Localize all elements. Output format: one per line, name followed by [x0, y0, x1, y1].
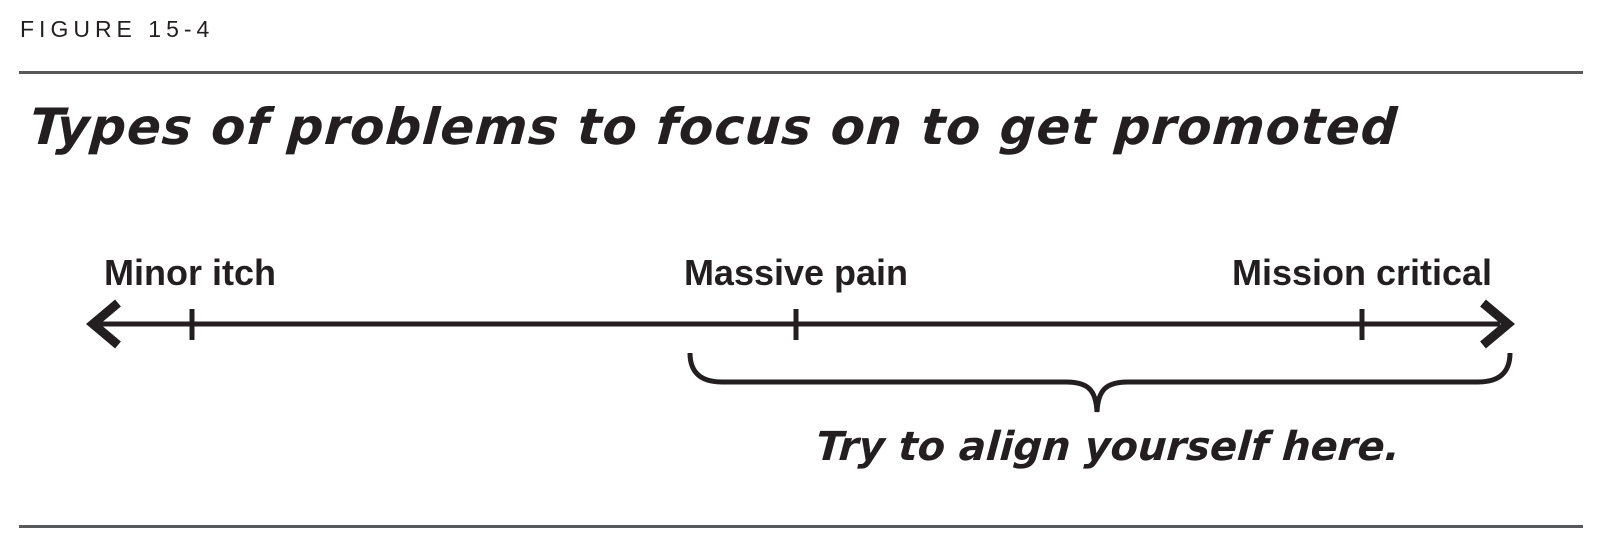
brace-annotation: Try to align yourself here. — [814, 424, 1402, 470]
axis-label-massive-pain: Massive pain — [683, 252, 909, 293]
right-arrowhead-icon — [1480, 299, 1515, 349]
top-rule-divider — [19, 71, 1583, 74]
axis-label-minor-itch: Minor itch — [104, 252, 276, 293]
bottom-rule-divider — [19, 525, 1583, 528]
left-arrowhead-icon — [86, 299, 121, 349]
underbrace — [687, 352, 1513, 413]
axis-label-mission-critical: Mission critical — [1231, 252, 1493, 293]
figure-number-label: FIGURE 15-4 — [20, 16, 215, 42]
